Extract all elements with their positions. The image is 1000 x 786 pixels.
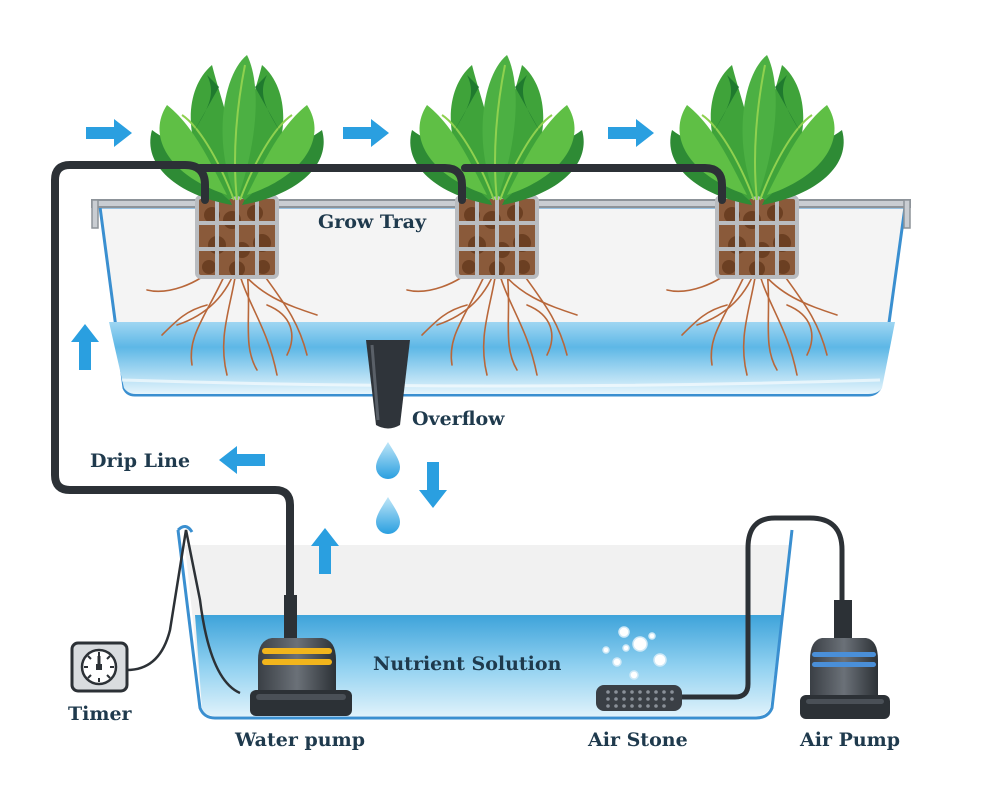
water-drop-icon [376, 442, 400, 479]
label-water-pump: Water pump [234, 729, 365, 751]
water-drop-icon [376, 497, 400, 534]
label-air-stone: Air Stone [587, 729, 688, 751]
bubble-icon [602, 626, 667, 680]
air-line-tube [679, 515, 845, 700]
label-air-pump: Air Pump [799, 729, 900, 751]
label-drip-line: Drip Line [90, 450, 190, 472]
water-pump [250, 595, 352, 716]
label-timer: Timer [68, 703, 133, 725]
air-pump [800, 600, 890, 719]
label-nutrient-solution: Nutrient Solution [373, 653, 562, 675]
timer-cable [126, 529, 241, 695]
timer-icon [70, 641, 129, 693]
label-overflow: Overflow [412, 408, 505, 430]
grow-tray [91, 199, 911, 397]
overflow-pipe [366, 340, 410, 429]
drip-line-tube [51, 161, 726, 602]
air-stone-icon [596, 685, 682, 711]
label-grow-tray: Grow Tray [318, 211, 427, 233]
